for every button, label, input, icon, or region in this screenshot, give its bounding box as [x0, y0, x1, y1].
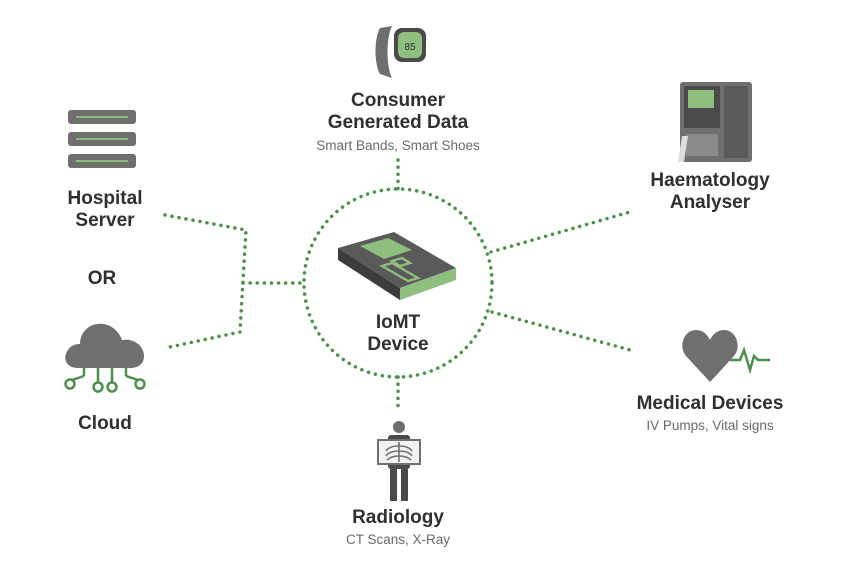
connector-server-cloud — [163, 213, 248, 350]
cloud-title: Cloud — [78, 413, 132, 434]
medical-devices-title: Medical Devices — [636, 393, 784, 414]
hospital-server-title: Hospital Server — [50, 188, 160, 232]
iomt-device-icon — [338, 232, 456, 300]
medical-devices-subtitle: IV Pumps, Vital signs — [646, 418, 774, 433]
hospital-server-title-line2: Server — [75, 210, 135, 231]
analyser-icon — [678, 82, 752, 162]
haematology-title-line1: Haematology — [650, 170, 770, 191]
heart-pulse-icon — [682, 330, 770, 382]
consumer-title-line2: Generated Data — [327, 112, 469, 133]
xray-person-icon — [377, 421, 421, 501]
server-icon — [68, 110, 136, 168]
connector-medical-devices — [490, 310, 632, 352]
watch-reading: 85 — [404, 42, 416, 53]
radiology-title: Radiology — [352, 507, 444, 528]
center-label-line2: Device — [367, 334, 429, 355]
haematology-title-line2: Analyser — [669, 192, 751, 213]
hospital-server-title-line1: Hospital — [67, 188, 143, 209]
center-label-line1: IoMT — [375, 312, 421, 333]
radiology-subtitle: CT Scans, X-Ray — [345, 532, 451, 547]
connector-haematology — [489, 210, 632, 254]
consumer-title: Consumer Generated Data — [298, 90, 498, 134]
smart-watch-icon: 85 — [375, 26, 426, 78]
or-label: OR — [87, 268, 117, 289]
cloud-icon — [64, 323, 146, 393]
haematology-title: Haematology Analyser — [630, 170, 790, 214]
center-label: IoMT Device — [348, 312, 448, 356]
consumer-subtitle: Smart Bands, Smart Shoes — [316, 138, 480, 153]
consumer-title-line1: Consumer — [351, 90, 445, 111]
